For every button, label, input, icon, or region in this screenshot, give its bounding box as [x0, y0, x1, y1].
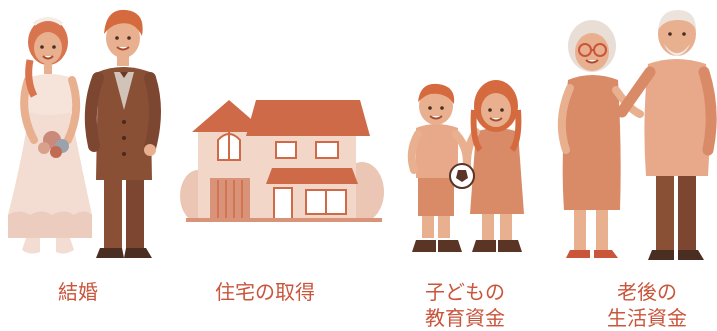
caption-elderly-line1: 老後の — [617, 280, 677, 304]
caption-elderly: 老後の 生活資金 — [592, 279, 702, 331]
groom-icon — [84, 9, 161, 258]
grandfather-icon — [616, 10, 717, 260]
caption-children: 子どもの 教育資金 — [410, 279, 520, 331]
caption-wedding-line1: 結婚 — [58, 280, 98, 304]
house-icon — [180, 100, 384, 222]
caption-house-line1: 住宅の取得 — [215, 280, 315, 304]
girl-icon — [463, 80, 524, 252]
caption-elderly-line2: 生活資金 — [607, 306, 687, 330]
boy-icon — [407, 83, 471, 252]
grandmother-icon — [557, 20, 644, 258]
soccer-ball-icon — [449, 163, 475, 189]
caption-children-line1: 子どもの — [425, 280, 505, 304]
caption-wedding: 結婚 — [48, 279, 108, 305]
caption-house: 住宅の取得 — [200, 279, 330, 305]
caption-children-line2: 教育資金 — [425, 306, 505, 330]
bride-icon — [8, 17, 92, 254]
